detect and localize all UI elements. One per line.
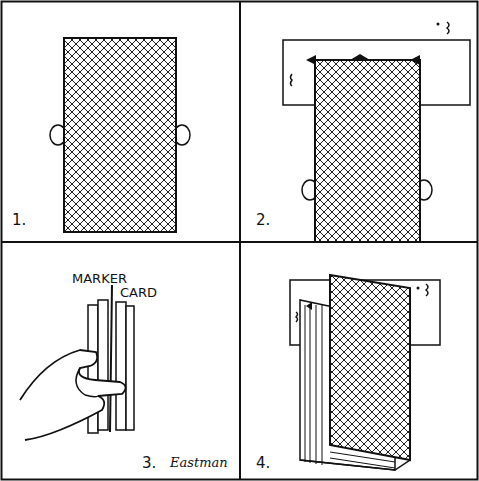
panel-number: 1. (12, 212, 26, 229)
hand-with-cards (20, 285, 134, 440)
panel-number: 4. (256, 455, 270, 472)
panel-divider (239, 1, 241, 480)
card-stack (290, 275, 440, 470)
card-deck (50, 38, 190, 232)
panel-number: 3. (142, 455, 156, 472)
artist-signature: Eastman (170, 456, 228, 470)
marker-card-label: MARKER CARD (120, 272, 160, 301)
card-deck (283, 22, 470, 242)
panel-number: 2. (256, 212, 270, 229)
